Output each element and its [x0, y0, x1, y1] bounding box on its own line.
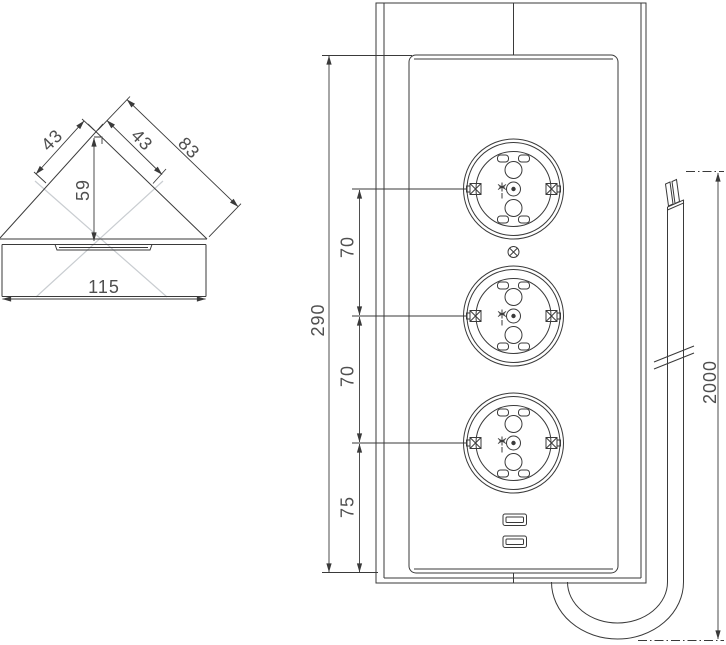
- dim-side-left: 43: [33, 118, 95, 184]
- housing-outline: [375, 2, 647, 584]
- triangle-left-side: [0, 123, 104, 239]
- dim-label-offset-bottom: 75: [338, 496, 358, 518]
- dim-label-depth: 59: [73, 179, 93, 201]
- socket-1: [463, 138, 564, 240]
- lid-groove: [54, 244, 153, 251]
- cable-inner-edge: [567, 207, 668, 624]
- dim-label-spacing-upper: 70: [338, 236, 358, 258]
- usb-port-1: [502, 513, 527, 526]
- socket-2: [463, 265, 564, 367]
- dim-label-spacing-lower: 70: [338, 365, 358, 387]
- usb-port-2: [502, 535, 527, 548]
- socket-3: [463, 392, 564, 494]
- dim-height: 290: [308, 55, 412, 573]
- power-cable: [551, 178, 695, 640]
- dim-label-side-left: 43: [37, 125, 67, 155]
- stripped-wire-1: [664, 181, 674, 207]
- cable-outer-edge: [551, 200, 684, 640]
- dim-cable-length: 2000: [638, 171, 724, 641]
- dim-label-width: 115: [88, 277, 120, 297]
- dim-width: 115: [2, 277, 206, 302]
- dim-side-right: 43: [97, 96, 167, 184]
- dim-label-front-face: 83: [174, 133, 204, 163]
- stripped-wire-2: [671, 178, 681, 205]
- dim-depth: 59: [73, 136, 103, 242]
- face-plate-outline: [408, 54, 619, 574]
- dim-label-side-right: 43: [127, 125, 157, 155]
- mounting-screw: [507, 246, 520, 258]
- housing: [375, 2, 647, 584]
- corner-top-view: 43 43 83 59 115: [0, 96, 242, 302]
- dim-label-cable-length: 2000: [700, 360, 720, 404]
- face-plate: [408, 54, 619, 574]
- right-angle-mark: [94, 136, 103, 144]
- dim-offset-bottom: 75: [338, 443, 363, 573]
- dim-spacing-lower: 70: [338, 316, 363, 443]
- front-view: 290 70 70 75 2000: [308, 2, 724, 641]
- dim-spacing-upper: 70: [338, 189, 363, 316]
- cable-break-symbol: [653, 345, 695, 370]
- dim-label-height: 290: [308, 303, 328, 336]
